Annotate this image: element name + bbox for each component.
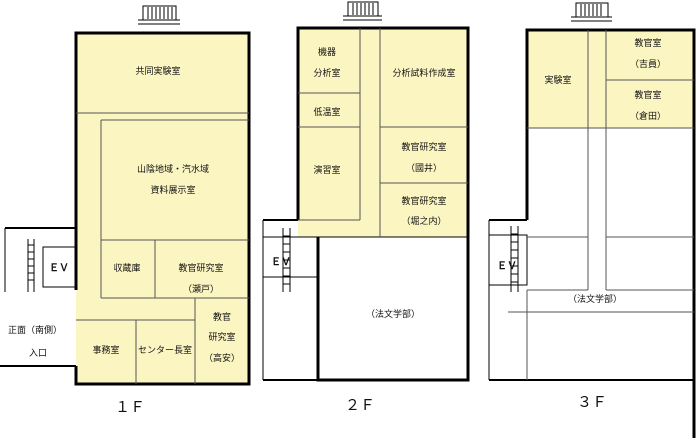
inner-walls-1f [76,112,249,384]
building-1f [76,33,249,384]
room-jimu: 事務室 [92,344,119,356]
room-jikken-fill [527,30,588,128]
hobun-label-3f: （法文学部） [568,293,622,305]
ev-stairs-1f [27,239,35,292]
entrance-label-line1: 正面（南側） [8,324,62,336]
ev-label-1f: ＥＶ [49,262,69,274]
room-horinouchi-line1: 教官研究室 [401,195,446,207]
room-kunii-line1: 教官研究室 [401,141,446,153]
room-sanin-line2: 資料展示室 [150,184,195,196]
floor-2: 機器 分析室 低温室 演習室 分析試料作成室 教官研究室 （國井） 教官研究室 … [262,1,470,414]
outer-wall-1f [74,31,251,386]
room-horinouchi-line2: （堀之内） [401,215,446,227]
room-enshu: 演習室 [313,164,340,176]
inner-walls-2f [298,28,468,237]
room-kiki-line1: 機器 [318,46,336,58]
inner-walls-3f [508,30,694,380]
floor-label-2f: ２Ｆ [345,396,375,414]
elevator-3f [488,234,528,286]
room-kunii-line2: （國井） [406,162,442,174]
elevator-1f [42,246,77,288]
room-kurata-line2: （倉田） [630,110,666,122]
room-seto-line1: 教官研究室 [178,262,223,274]
outer-wall-2f [296,26,470,382]
room-takayasu-line3: （高安） [204,352,240,364]
stair-lines [138,7,180,25]
floor-label-3f: ３Ｆ [577,393,607,411]
outer-wall-3f [525,28,696,438]
floor-label-1f: １Ｆ [115,398,145,416]
room-takayasu-line1: 教官 [213,311,231,323]
room-yoshiin-line2: （吉員） [630,59,666,70]
room-yoshiin-line1: 教官室 [634,37,661,49]
ev-label-3f: ＥＶ [497,260,517,272]
room-bunseki-shiryo: 分析試料作成室 [392,67,455,79]
room-takayasu-line2: 研究室 [208,331,235,343]
room-teion: 低温室 [313,106,340,118]
room-center-cho: センター長室 [138,344,192,356]
ev-label-2f: ＥＶ [271,256,291,268]
floor-3: 実験室 教官室 （吉員） 教官室 （倉田） ＥＶ （法文学部） ３Ｆ [488,2,696,438]
room-jikken: 実験室 [544,74,571,86]
floor-1: 共同実験室 山陰地域・汽水域 資料展示室 収蔵庫 教官研究室 （瀬戸） 事務室 … [0,5,251,416]
room-kurata-line1: 教官室 [634,89,661,101]
building-2f-upper [298,28,468,237]
room-kyodo-jikken: 共同実験室 [135,65,180,77]
hobun-label-2f: （法文学部） [366,308,420,320]
room-shuzoko: 収蔵庫 [113,262,140,274]
room-kiki-line2: 分析室 [313,67,340,79]
entrance-label-line2: 入口 [29,348,47,359]
room-sanin-line1: 山陰地域・汽水域 [137,163,209,175]
room-seto-line2: （瀬戸） [183,283,219,295]
